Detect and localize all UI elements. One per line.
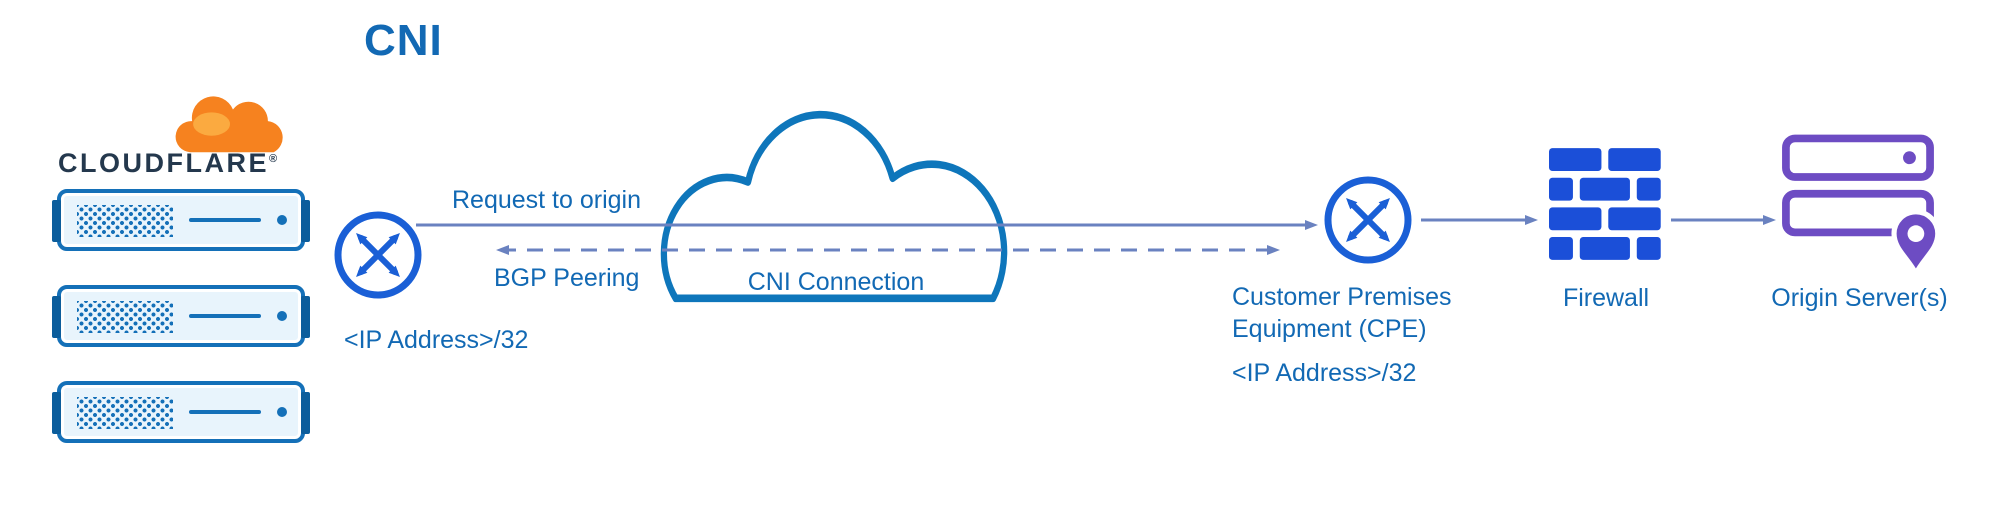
request-to-origin-label: Request to origin (452, 186, 642, 214)
cpe-ip-label: <IP Address>/32 (1232, 359, 1417, 387)
firewall-icon (1549, 148, 1661, 260)
server-dot-matrix (77, 205, 173, 237)
edge-server-stack (52, 189, 310, 477)
edge-server-icon (52, 381, 310, 443)
edge-server-icon (52, 189, 310, 251)
location-pin-icon (1891, 209, 1941, 280)
page-title: CNI (364, 16, 443, 65)
bgp-peering-label: BGP Peering (494, 264, 640, 292)
cni-cloud-label: CNI Connection (747, 268, 925, 296)
edge-server-icon (52, 285, 310, 347)
cloudflare-cloud-icon (175, 96, 283, 153)
crossed-arrows-glyph (1346, 198, 1390, 242)
brick-wall-glyph (1549, 148, 1661, 260)
cpe-label: Customer Premises Equipment (CPE) (1232, 283, 1452, 343)
server-left-ear (52, 296, 61, 338)
origin-servers-icon (1782, 134, 1941, 280)
server-dot-matrix (77, 397, 173, 429)
registered-mark: ® (268, 153, 278, 165)
server-slot-line (189, 410, 261, 414)
server-led-dot (277, 311, 287, 321)
server-led-dot (277, 215, 287, 225)
cloudflare-wordmark: CLOUDFLARE® (58, 148, 277, 179)
server-slot-line (189, 314, 261, 318)
edge-router-ip-label: <IP Address>/32 (344, 326, 529, 354)
server-led-dot (277, 407, 287, 417)
cpe-router-icon (1324, 176, 1412, 264)
crossed-arrows-glyph (356, 233, 400, 277)
server-left-ear (52, 392, 61, 434)
server-right-ear (301, 200, 310, 242)
edge-router-icon (334, 211, 422, 299)
cloudflare-wordmark-text: CLOUDFLARE (58, 148, 269, 178)
firewall-label: Firewall (1562, 284, 1650, 312)
server-slot-line (189, 218, 261, 222)
origin-servers-label: Origin Server(s) (1771, 284, 1948, 312)
server-right-ear (301, 392, 310, 434)
server-left-ear (52, 200, 61, 242)
server-right-ear (301, 296, 310, 338)
server-dot-matrix (77, 301, 173, 333)
